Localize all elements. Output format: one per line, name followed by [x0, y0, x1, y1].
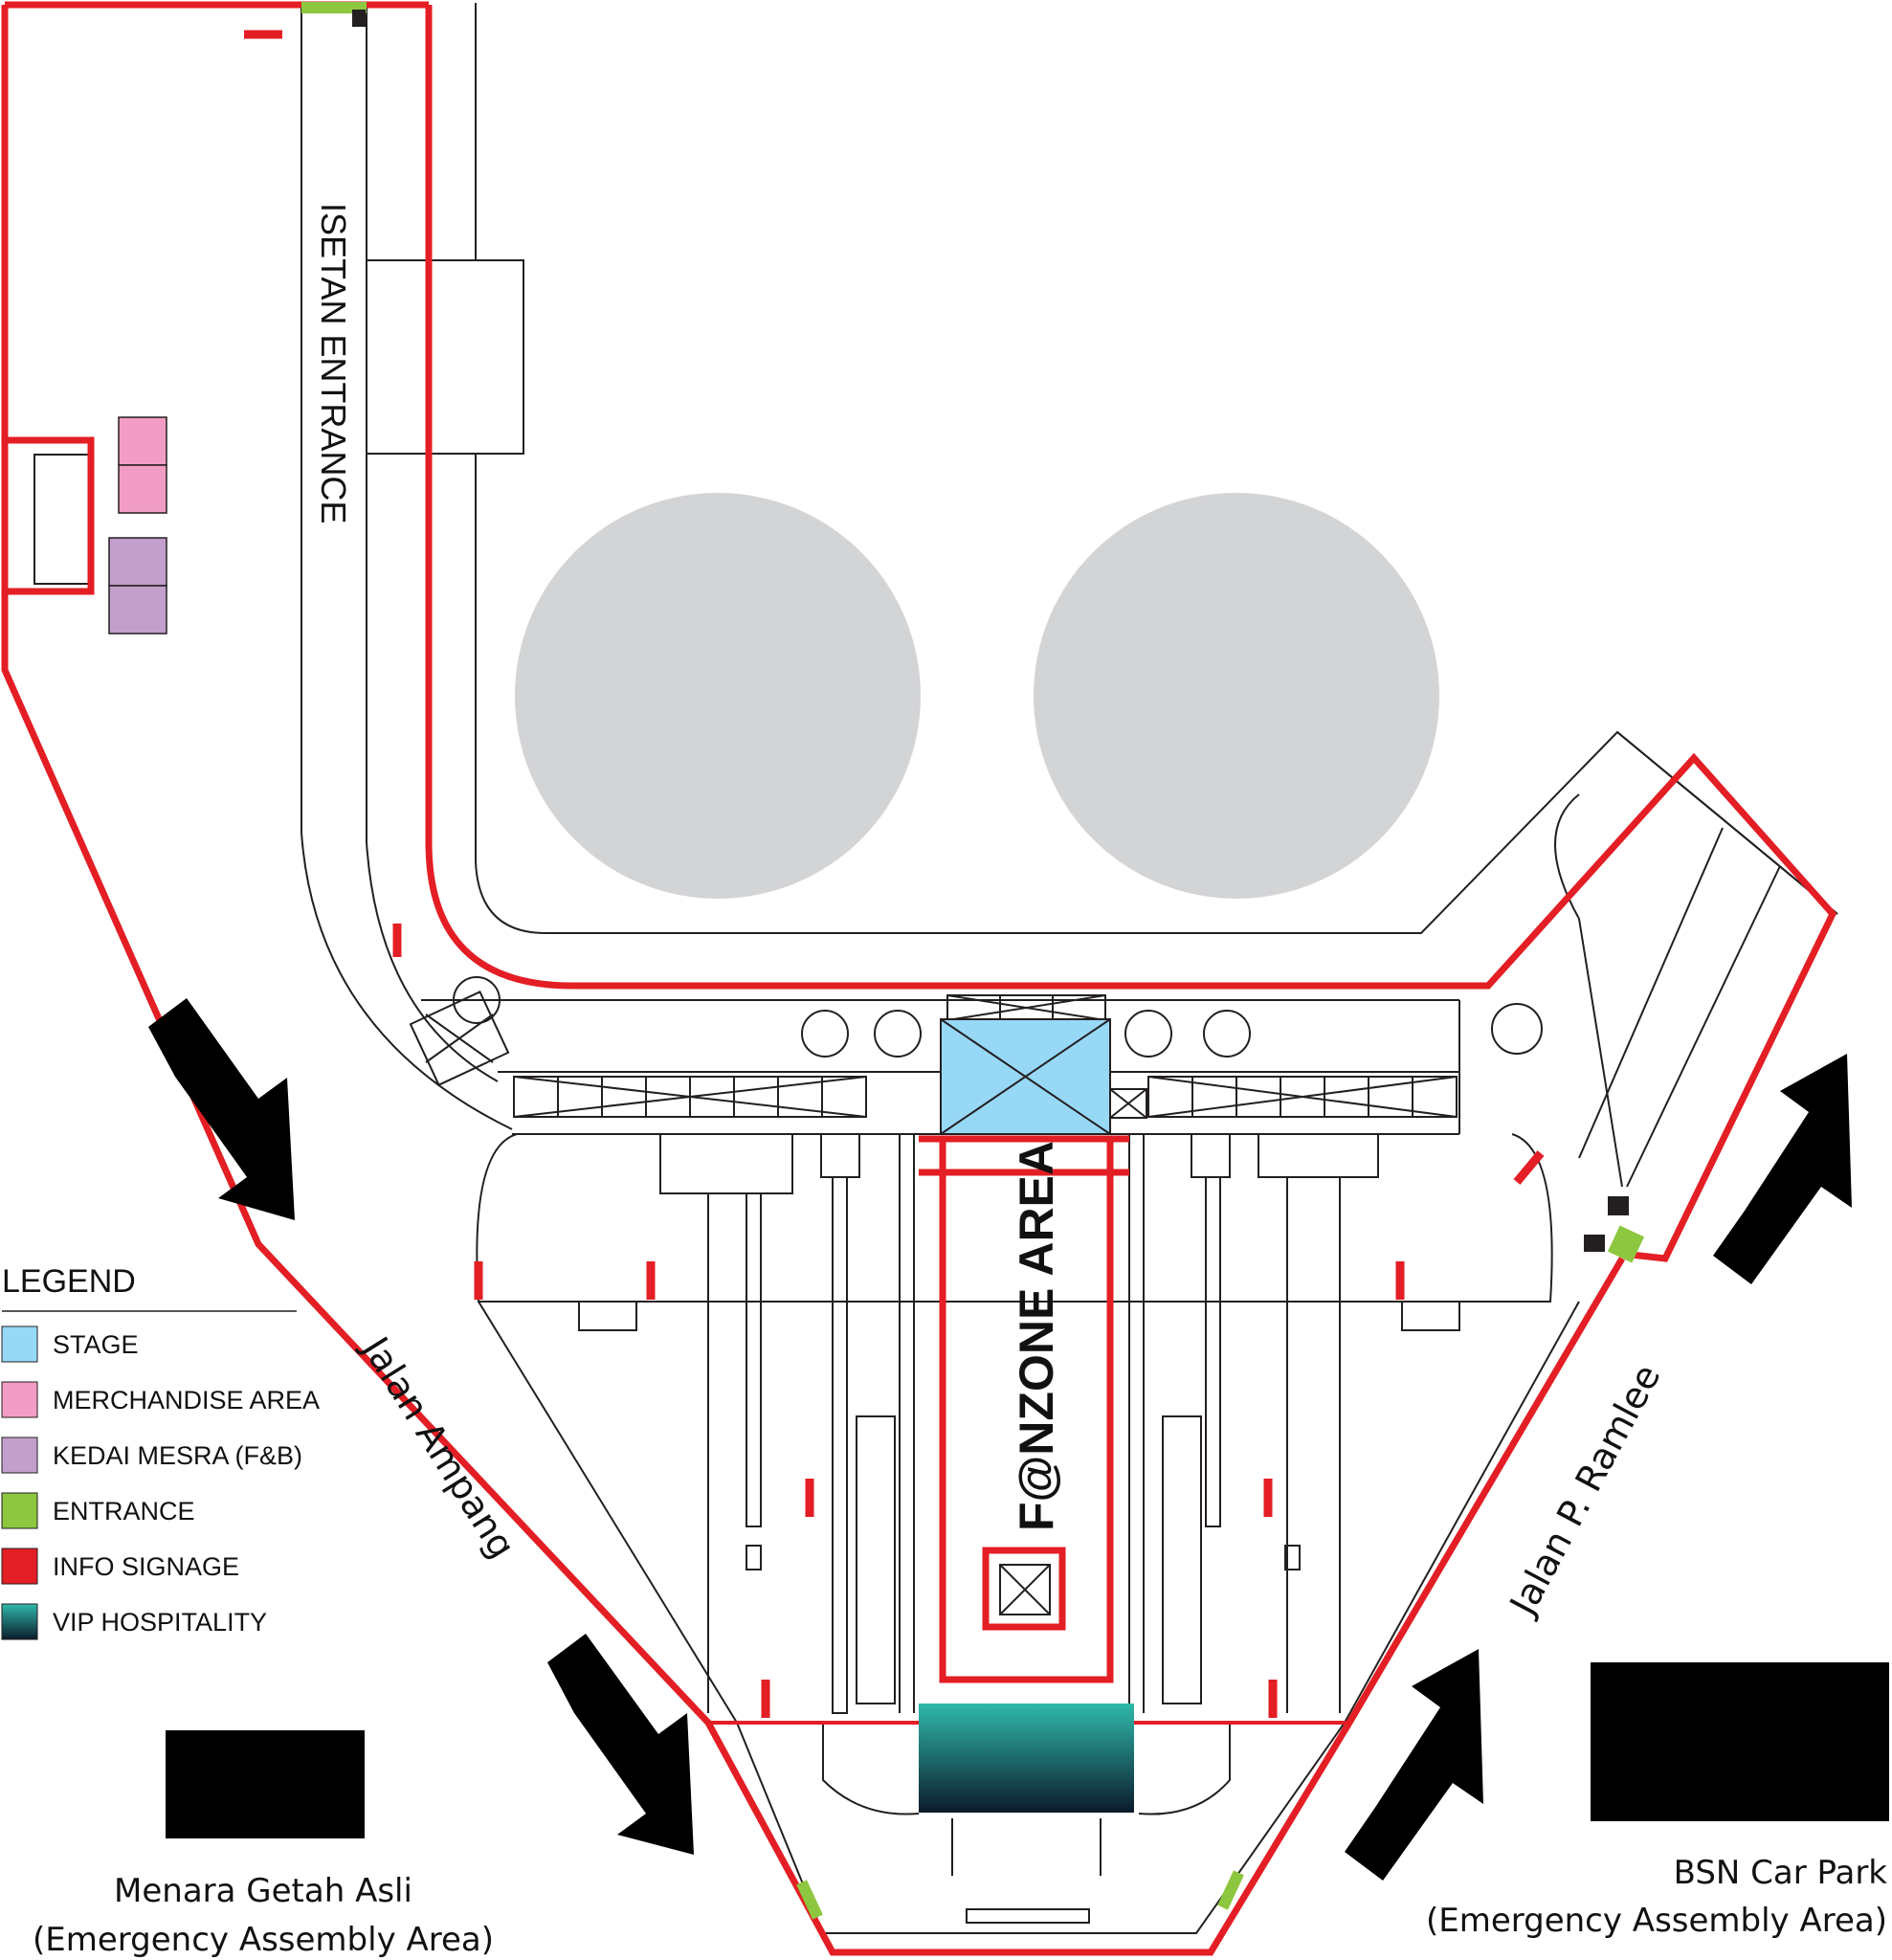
perimeter-red	[1, 1, 1837, 1956]
kedai-mesra-blocks	[108, 537, 167, 635]
legend-swatch-entrance	[1, 1492, 38, 1529]
entrance-isetan	[301, 2, 367, 13]
arrow-jalan-ampang-top	[148, 998, 295, 1220]
direction-arrows	[148, 998, 1852, 1881]
crossed-boxes-left	[513, 1076, 867, 1118]
crossed-boxes-corner	[409, 991, 510, 1086]
assembly-left-name: Menara Getah Asli	[114, 1872, 412, 1910]
legend-label-info-signage: INFO SIGNAGE	[53, 1552, 239, 1581]
legend-swatch-stage	[1, 1325, 38, 1363]
entrance-south-left	[796, 1880, 823, 1920]
legend-label-merchandise: MERCHANDISE AREA	[53, 1386, 320, 1414]
legend-label-entrance: ENTRANCE	[53, 1497, 195, 1526]
isetan-entrance-label: ISETAN ENTRANCE	[314, 203, 353, 523]
crossed-boxes-right	[1147, 1076, 1458, 1118]
fanzone-area-label: F@NZONE AREA	[1010, 1141, 1063, 1531]
arrow-ramlee-top	[1713, 1054, 1852, 1284]
entrance-markers	[301, 2, 1645, 1920]
entrance-posts	[352, 10, 1629, 1252]
assembly-right-note: (Emergency Assembly Area)	[1426, 1902, 1887, 1940]
merchandise-area-blocks	[118, 416, 167, 514]
assembly-block-left	[166, 1730, 365, 1838]
legend-swatch-kedai-mesra	[1, 1437, 38, 1474]
assembly-left-note: (Emergency Assembly Area)	[33, 1921, 494, 1959]
assembly-right-name: BSN Car Park	[1674, 1854, 1888, 1892]
legend-label-stage: STAGE	[53, 1330, 139, 1359]
entrance-south-right	[1217, 1870, 1244, 1910]
crossed-boxes-top	[946, 994, 1106, 1021]
legend-title: LEGEND	[2, 1263, 136, 1300]
vip-hospitality	[919, 1704, 1134, 1813]
legend-label-vip-hospitality: VIP HOSPITALITY	[53, 1608, 267, 1637]
road-label-jalan-ampang: Jalan Ampang	[353, 1328, 523, 1566]
legend-swatch-merchandise	[1, 1381, 38, 1418]
legend-swatch-vip-hospitality	[1, 1603, 38, 1640]
building-outlines	[33, 3, 1838, 1934]
stage	[940, 1018, 1111, 1135]
tower-right-footprint	[1034, 493, 1439, 899]
legend-swatch-info-signage	[1, 1548, 38, 1585]
legend: LEGEND STAGE MERCHANDISE AREA KEDAI MESR…	[1, 1263, 320, 1640]
legend-label-kedai-mesra: KEDAI MESRA (F&B)	[53, 1441, 302, 1470]
arrow-jalan-ampang-bottom	[547, 1634, 694, 1855]
entrance-ramlee	[1607, 1225, 1645, 1263]
info-signage-ticks	[244, 30, 1545, 1718]
tower-left-footprint	[515, 493, 921, 899]
arrow-ramlee-bottom	[1345, 1649, 1483, 1881]
assembly-block-right	[1591, 1662, 1889, 1821]
